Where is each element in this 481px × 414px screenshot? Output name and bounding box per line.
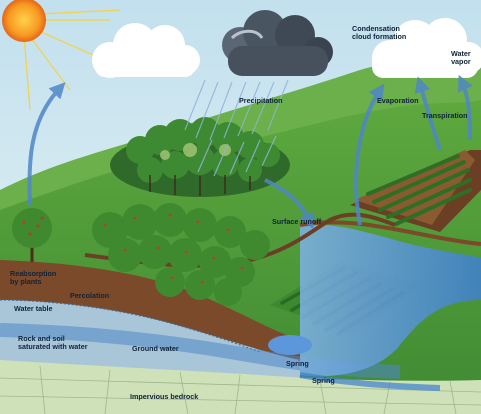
tree-icon — [12, 208, 52, 262]
farm-field-upper — [350, 150, 481, 232]
spring-pond — [268, 335, 312, 355]
rain-cloud-icon — [184, 10, 333, 177]
river — [300, 224, 481, 377]
spring-label-upper: Spring — [286, 359, 309, 368]
spring-label-lower: Spring — [312, 376, 335, 385]
precipitation-label: Precipitation — [239, 96, 283, 105]
forest — [110, 117, 290, 197]
water-vapor-label: Water vapor — [451, 49, 471, 66]
surface-runoff-label: Surface runoff — [272, 217, 322, 226]
orchard — [92, 203, 270, 306]
cloud-icon — [92, 23, 200, 78]
reabsorption-label: Reabsorption by plants — [10, 269, 57, 286]
percolation-label: Percolation — [70, 291, 110, 300]
transpiration-label: Transpiration — [422, 111, 468, 120]
evaporation-label: Evaporation — [377, 96, 419, 105]
rock-soil-label: Rock and soil saturated with water — [18, 334, 88, 351]
impervious-bedrock-label: Impervious bedrock — [130, 392, 199, 401]
arrow-icon — [27, 74, 473, 230]
spring-outflow — [299, 372, 441, 391]
ground-water-label: Ground water — [132, 344, 179, 353]
impervious-bedrock — [0, 360, 481, 414]
condensation-label: Condensation cloud formation — [352, 24, 407, 41]
water-table-label: Water table — [14, 304, 53, 313]
soil-layer — [0, 260, 300, 360]
sun-icon — [2, 0, 121, 111]
cloud-icon — [372, 18, 481, 78]
